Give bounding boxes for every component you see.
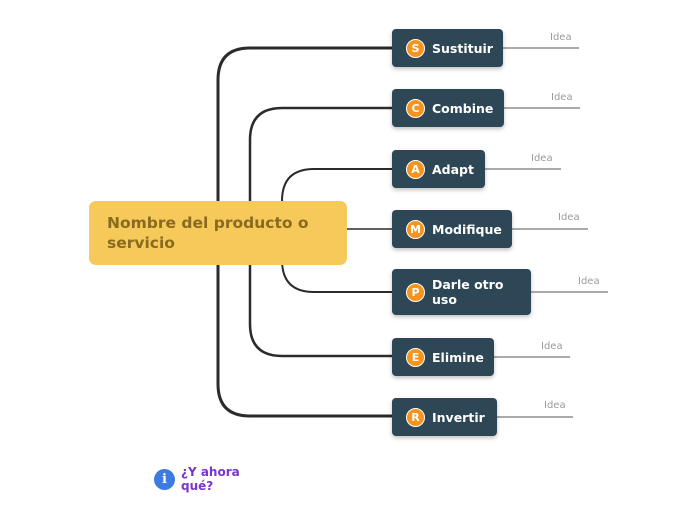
letter-p-icon: P xyxy=(406,282,425,302)
branch-label: Elimine xyxy=(432,349,484,365)
idea-invertir[interactable]: Idea xyxy=(544,400,566,411)
letter-r-icon: R xyxy=(406,407,425,427)
branch-label: Modifique xyxy=(432,221,502,237)
idea-adapt[interactable]: Idea xyxy=(531,153,553,164)
branch-label: Darle otro uso xyxy=(432,277,504,307)
branch-node-elimine[interactable]: E Elimine xyxy=(392,338,494,376)
info-icon: i xyxy=(154,468,175,490)
idea-elimine[interactable]: Idea xyxy=(541,341,563,352)
branch-node-darle-otro-uso[interactable]: P Darle otro uso xyxy=(392,269,531,315)
help-link[interactable]: i ¿Y ahora qué? xyxy=(154,465,251,493)
branch-label: Combine xyxy=(432,100,494,116)
branch-label: Invertir xyxy=(432,409,485,425)
idea-darle-otro-uso[interactable]: Idea xyxy=(578,276,600,287)
branch-node-adapt[interactable]: A Adapt xyxy=(392,150,485,188)
branch-node-modifique[interactable]: M Modifique xyxy=(392,210,512,248)
branch-label: Sustituir xyxy=(432,40,493,56)
letter-s-icon: S xyxy=(406,38,425,58)
help-text: ¿Y ahora qué? xyxy=(181,465,240,493)
idea-sustituir[interactable]: Idea xyxy=(550,32,572,43)
letter-a-icon: A xyxy=(406,159,425,179)
letter-c-icon: C xyxy=(406,98,425,118)
idea-modifique[interactable]: Idea xyxy=(558,212,580,223)
letter-e-icon: E xyxy=(406,347,425,367)
letter-m-icon: M xyxy=(406,219,425,239)
branch-node-combine[interactable]: C Combine xyxy=(392,89,504,127)
branch-label: Adapt xyxy=(432,161,474,177)
branch-node-invertir[interactable]: R Invertir xyxy=(392,398,497,436)
idea-combine[interactable]: Idea xyxy=(551,92,573,103)
branch-node-sustituir[interactable]: S Sustituir xyxy=(392,29,503,67)
central-topic[interactable]: Nombre del producto o servicio xyxy=(89,201,347,265)
